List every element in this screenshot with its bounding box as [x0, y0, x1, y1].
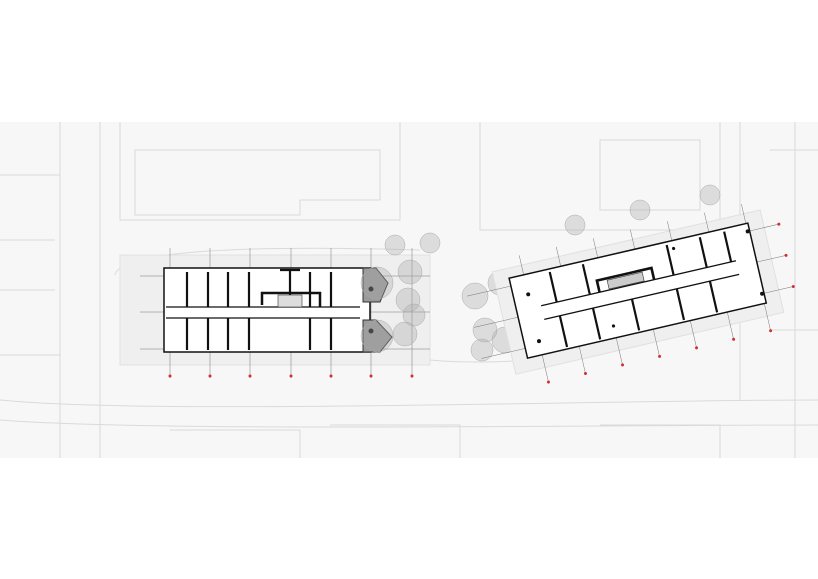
east-block [461, 184, 795, 384]
east-block-walls [540, 231, 740, 348]
west-block-walls [166, 268, 360, 350]
west-block-outline [163, 267, 371, 353]
west-block [119, 232, 441, 378]
east-block-outline [508, 222, 768, 360]
west-stair [277, 294, 303, 308]
east-stair [606, 271, 645, 290]
west-grid-markers [168, 374, 414, 378]
east-grid-markers [546, 222, 795, 384]
east-structure-columns [526, 229, 765, 344]
west-trees [360, 232, 441, 353]
context-lines [0, 122, 818, 458]
west-courtyards [362, 267, 393, 353]
